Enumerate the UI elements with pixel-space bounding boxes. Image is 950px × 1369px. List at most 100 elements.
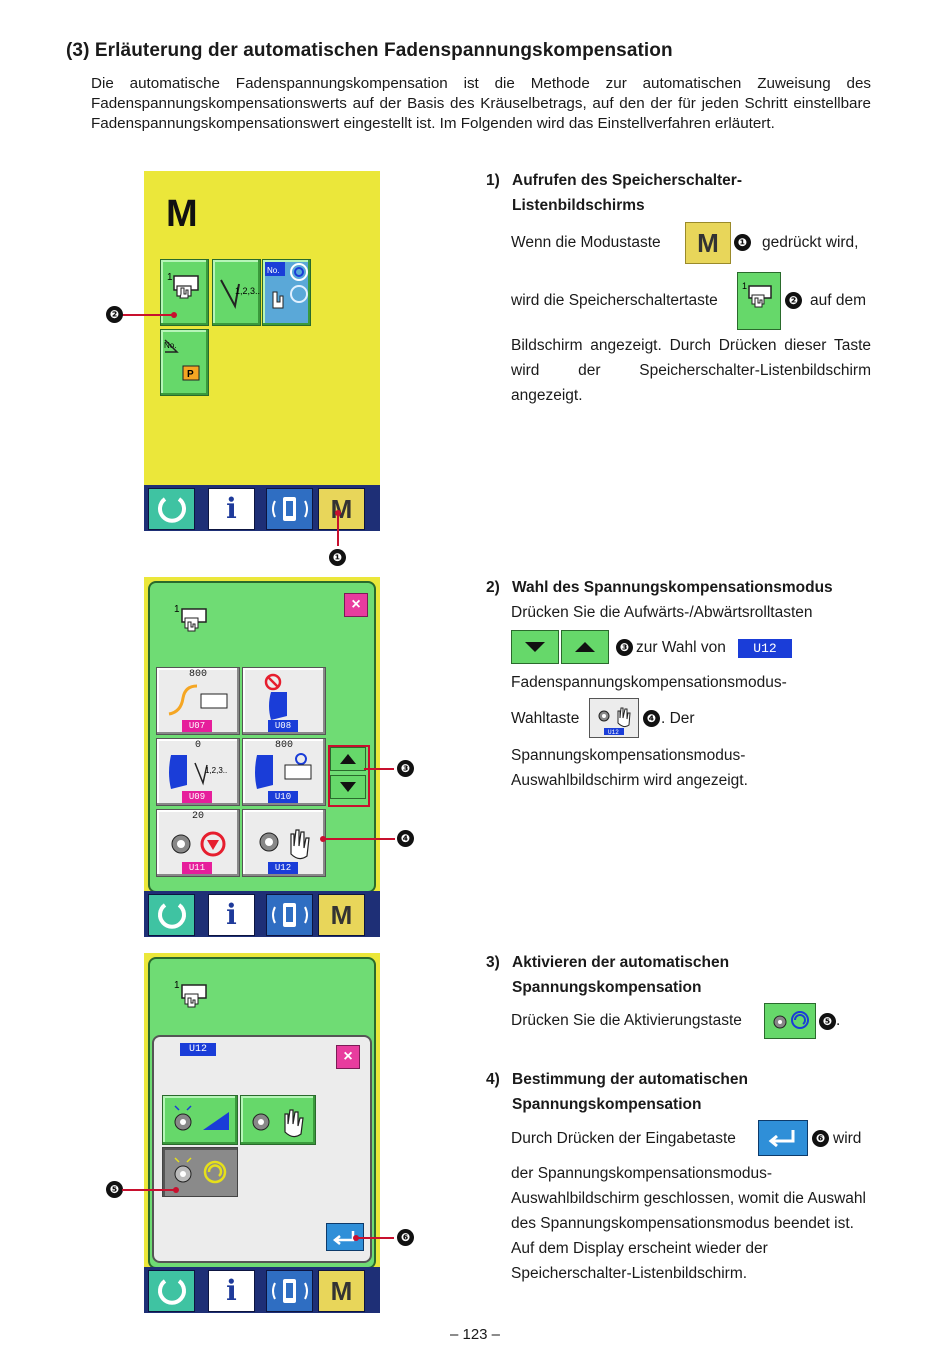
mode-button[interactable]: M xyxy=(318,1270,365,1312)
enter-icon xyxy=(768,1130,795,1148)
info-button[interactable]: i xyxy=(208,894,255,936)
arrow-up-icon xyxy=(340,754,356,764)
tension-stop-icon xyxy=(171,831,226,857)
tension-auto-icon xyxy=(773,1011,809,1029)
tension-auto-icon xyxy=(174,1157,227,1184)
step2-heading: 2) Wahl des Spannungskompensationsmodus xyxy=(486,575,886,600)
marker-4-text: ❹ xyxy=(643,710,660,727)
svg-text:1,2,3..: 1,2,3.. xyxy=(205,766,227,775)
step2-line5: Spannungskompensationsmodus-Auswahlbilds… xyxy=(511,747,748,789)
pattern-register-icon: No. P xyxy=(164,339,200,381)
step3-heading: 3) Aktivieren der automatischen Spannung… xyxy=(486,950,886,1000)
communication-button[interactable] xyxy=(266,894,313,936)
arrow-down-icon xyxy=(525,642,545,652)
svg-text:P: P xyxy=(187,369,194,380)
item-code: U10 xyxy=(268,791,298,803)
inline-scroll-down xyxy=(511,630,559,664)
marker-3-text: ❸ xyxy=(616,639,633,656)
mode-title: M xyxy=(166,193,198,235)
communication-icon xyxy=(272,1279,308,1303)
reset-icon xyxy=(158,497,186,523)
step3-number: 3) xyxy=(486,954,500,971)
counter-button[interactable]: 1,2,3.. xyxy=(212,259,261,326)
svg-text:1,2,3..: 1,2,3.. xyxy=(235,286,260,296)
tension-mode-select-button[interactable]: U12 xyxy=(242,809,326,877)
dialog-code: U12 xyxy=(180,1043,216,1056)
memswitch-item-U09[interactable]: 0 1,2,3.. U09 xyxy=(156,738,240,806)
reset-button[interactable] xyxy=(148,894,195,936)
tension-data-button[interactable]: No. xyxy=(262,259,311,326)
scroll-up-button[interactable] xyxy=(330,747,366,771)
bottom-bar: i M xyxy=(144,485,380,531)
mode-icon: M xyxy=(330,494,353,524)
scroll-group xyxy=(328,745,370,807)
item-value: 0 xyxy=(194,740,201,751)
info-button[interactable]: i xyxy=(208,488,255,530)
communication-icon xyxy=(272,497,308,521)
mode-gradual-button[interactable] xyxy=(162,1095,238,1145)
step1-line2-a: wird die Speicherschaltertaste xyxy=(511,292,718,309)
close-button[interactable]: × xyxy=(344,593,368,617)
callout-line-5 xyxy=(122,1189,176,1191)
item-value: 800 xyxy=(274,740,293,751)
svg-text:1: 1 xyxy=(174,980,180,991)
step1-line3: Bildschirm angezeigt. Durch Drücken dies… xyxy=(511,337,871,404)
callout-line-3 xyxy=(364,768,394,770)
item-value: 20 xyxy=(191,811,204,822)
tension-hand-icon: U12 xyxy=(598,707,631,736)
reset-button[interactable] xyxy=(148,1270,195,1312)
step2-line2: zur Wahl von xyxy=(636,639,726,656)
communication-icon xyxy=(272,903,308,927)
bottom-bar: i M xyxy=(144,891,380,937)
step4-heading: 4) Bestimmung der automatischen Spannung… xyxy=(486,1067,886,1117)
mode-button[interactable]: M xyxy=(318,488,365,530)
memswitch-item-U07[interactable]: 800 U07 xyxy=(156,667,240,735)
tension-hand-icon xyxy=(252,1109,304,1138)
arrow-down-icon xyxy=(340,782,356,792)
counter-stitch-icon: 1,2,3.. xyxy=(169,755,227,789)
sewing-machine-icon xyxy=(255,753,312,789)
callout-line-4 xyxy=(323,838,395,840)
step1-line1-b: gedrückt wird, xyxy=(762,234,859,251)
info-button[interactable]: i xyxy=(208,1270,255,1312)
mode-icon: M xyxy=(330,1276,353,1306)
marker-4: ❹ xyxy=(397,830,414,847)
communication-button[interactable] xyxy=(266,488,313,530)
step3-line1: Drücken Sie die Aktivierungstaste xyxy=(511,1012,742,1029)
callout-line-6 xyxy=(356,1237,394,1239)
screen-tension-mode: 1 U12 × i xyxy=(144,953,380,1313)
gather-curve-icon xyxy=(168,684,228,716)
marker-6: ❻ xyxy=(397,1229,414,1246)
step1-number: 1) xyxy=(486,172,500,189)
callout-dot-2 xyxy=(171,312,177,318)
step2-title: Wahl des Spannungskompensationsmodus xyxy=(512,579,833,596)
memswitch-item-U08[interactable]: U08 xyxy=(242,667,326,735)
communication-button[interactable] xyxy=(266,1270,313,1312)
close-button[interactable]: × xyxy=(336,1045,360,1069)
step4-line2: der Spannungskompensationsmodus-Auswahlb… xyxy=(511,1165,866,1282)
tension-data-icon: No. xyxy=(265,262,308,309)
step2-line1: Drücken Sie die Aufwärts-/Abwärtsrolltas… xyxy=(511,604,813,621)
memswitch-item-U11[interactable]: 20 U11 xyxy=(156,809,240,877)
intro-paragraph: Die automatische Fadenspannungskompensat… xyxy=(91,75,871,132)
list-header-icon: 1 xyxy=(170,599,220,639)
step2-line4-b: . Der xyxy=(661,710,695,727)
memswitch-item-U10[interactable]: 800 U10 xyxy=(242,738,326,806)
screen-mode: M 1 1,2,3.. No. No. P xyxy=(144,171,380,531)
pattern-register-button[interactable]: No. P xyxy=(160,329,209,396)
step4-line1-a: Durch Drücken der Eingabetaste xyxy=(511,1130,736,1147)
item-code: U11 xyxy=(182,862,212,874)
marker-1-text: ❶ xyxy=(734,234,751,251)
inline-memswitch-key: 1 xyxy=(737,272,781,330)
info-icon: i xyxy=(226,492,237,525)
memory-switch-icon: 1 xyxy=(174,604,207,632)
mode-button[interactable]: M xyxy=(318,894,365,936)
scroll-down-button[interactable] xyxy=(330,775,366,799)
reset-button[interactable] xyxy=(148,488,195,530)
callout-dot-5 xyxy=(173,1187,179,1193)
marker-6-text: ❻ xyxy=(812,1130,829,1147)
item-code: U07 xyxy=(182,720,212,732)
mode-manual-button[interactable] xyxy=(240,1095,316,1145)
callout-dot-4 xyxy=(320,836,326,842)
marker-5: ❺ xyxy=(106,1181,123,1198)
